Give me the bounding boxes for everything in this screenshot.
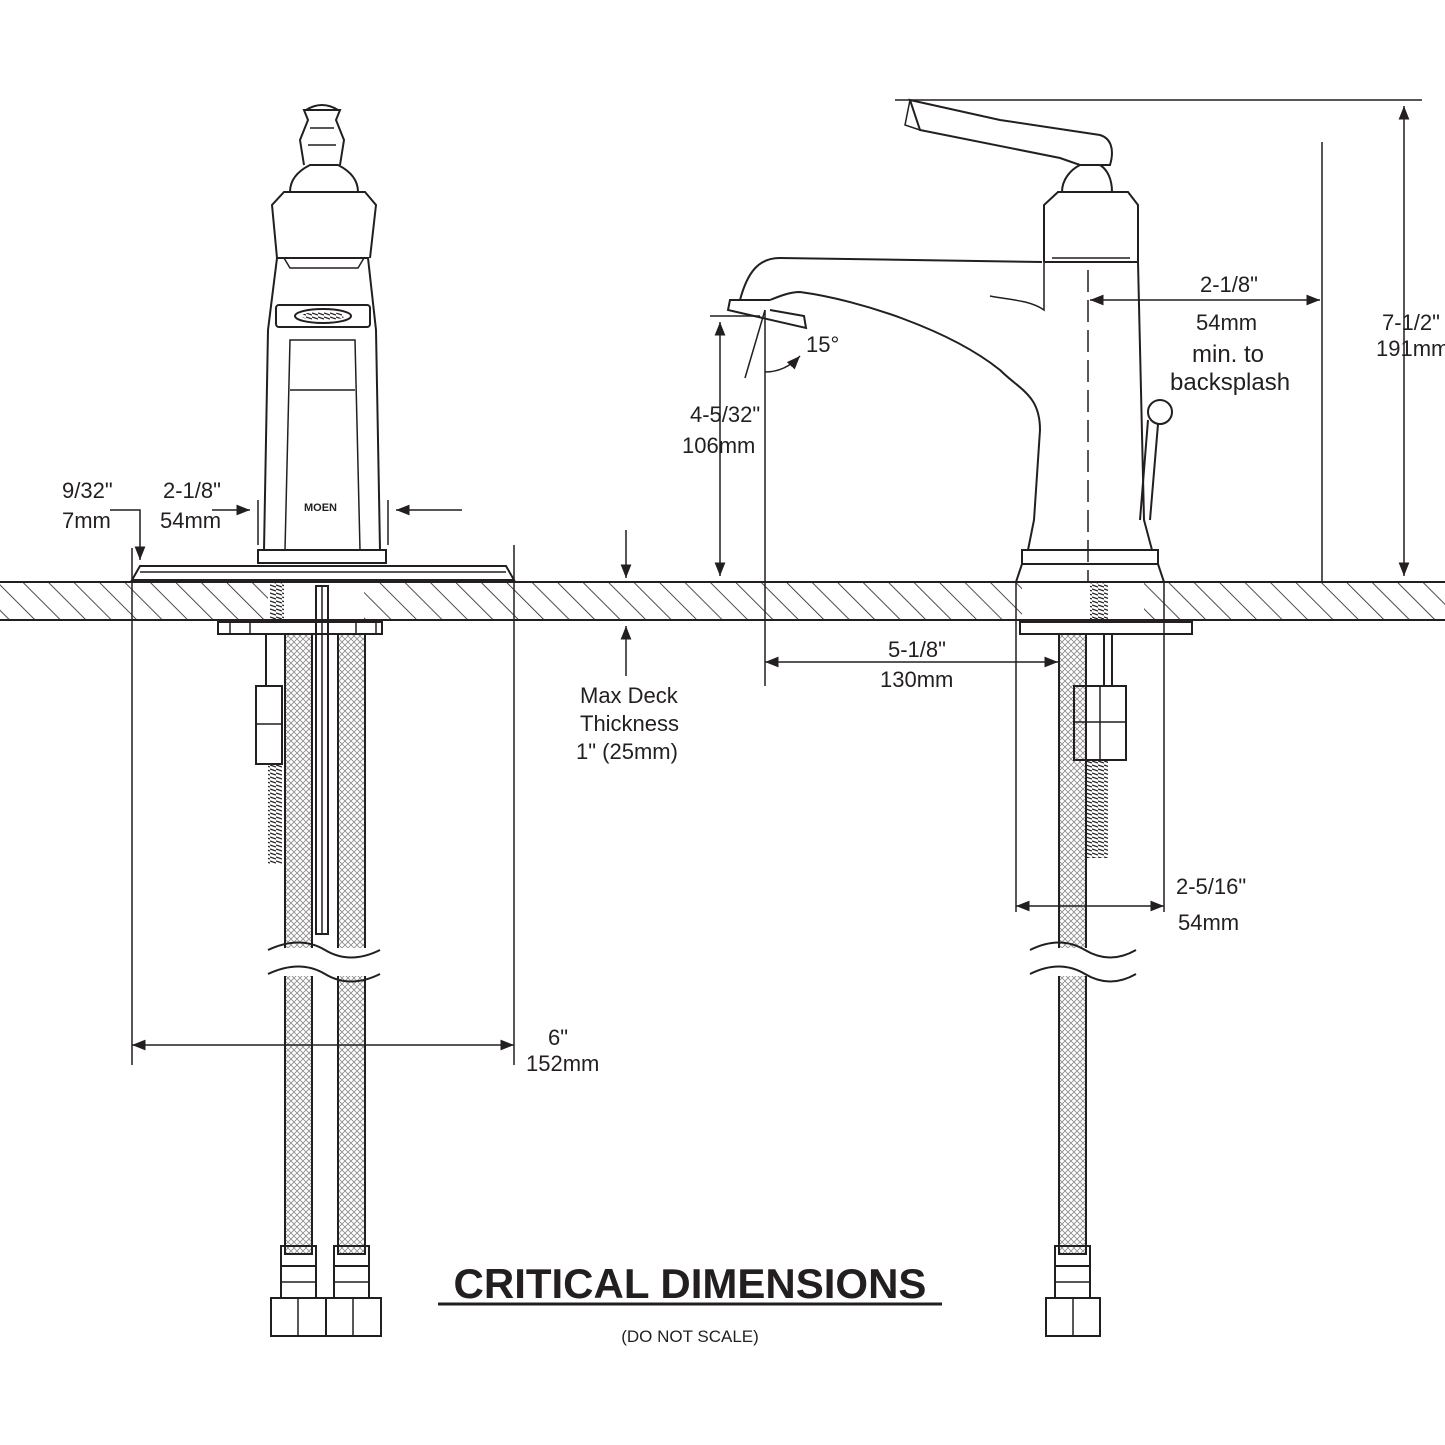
deck-thickness-dimension: Max Deck Thickness 1" (25mm) bbox=[576, 530, 679, 764]
brand-logo: MOEN bbox=[304, 502, 337, 514]
front-view-faucet: MOEN bbox=[130, 104, 516, 1337]
counter-deck bbox=[0, 581, 1445, 621]
side-view-dimensions: 4-5/32" 106mm 15° 5-1/8" 130mm 2-1/8" 54… bbox=[682, 99, 1445, 935]
page-subtitle: (DO NOT SCALE) bbox=[621, 1327, 759, 1346]
side-view-faucet bbox=[726, 98, 1193, 1337]
total-height-imperial: 7-1/2" bbox=[1382, 310, 1440, 335]
backsplash-metric: 54mm bbox=[1196, 310, 1257, 335]
title-block: CRITICAL DIMENSIONS (DO NOT SCALE) bbox=[438, 1260, 942, 1346]
escutcheon-height-imperial: 9/32" bbox=[62, 478, 113, 503]
page-title: CRITICAL DIMENSIONS bbox=[454, 1260, 927, 1307]
base-depth-metric: 54mm bbox=[1178, 910, 1239, 935]
deck-label-line1: Max Deck bbox=[580, 683, 679, 708]
spout-height-imperial: 4-5/32" bbox=[690, 402, 760, 427]
backsplash-note-line1: min. to bbox=[1192, 341, 1264, 368]
escutcheon-height-metric: 7mm bbox=[62, 508, 111, 533]
deck-label-line2: Thickness bbox=[580, 711, 679, 736]
base-depth-imperial: 2-5/16" bbox=[1176, 874, 1246, 899]
spout-reach-metric: 130mm bbox=[880, 667, 953, 692]
front-view-dimensions: 9/32" 7mm 2-1/8" 54mm 6" 152mm bbox=[62, 478, 599, 1076]
base-width-metric: 54mm bbox=[160, 508, 221, 533]
escutcheon-width-metric: 152mm bbox=[526, 1051, 599, 1076]
deck-label-line3: 1" (25mm) bbox=[576, 739, 678, 764]
backsplash-imperial: 2-1/8" bbox=[1200, 272, 1258, 297]
base-width-imperial: 2-1/8" bbox=[163, 478, 221, 503]
backsplash-note-line2: backsplash bbox=[1170, 369, 1290, 396]
spout-angle-label: 15° bbox=[806, 332, 839, 357]
spout-height-metric: 106mm bbox=[682, 433, 755, 458]
total-height-metric: 191mm bbox=[1376, 336, 1445, 361]
escutcheon-width-imperial: 6" bbox=[548, 1025, 568, 1050]
spout-reach-imperial: 5-1/8" bbox=[888, 637, 946, 662]
